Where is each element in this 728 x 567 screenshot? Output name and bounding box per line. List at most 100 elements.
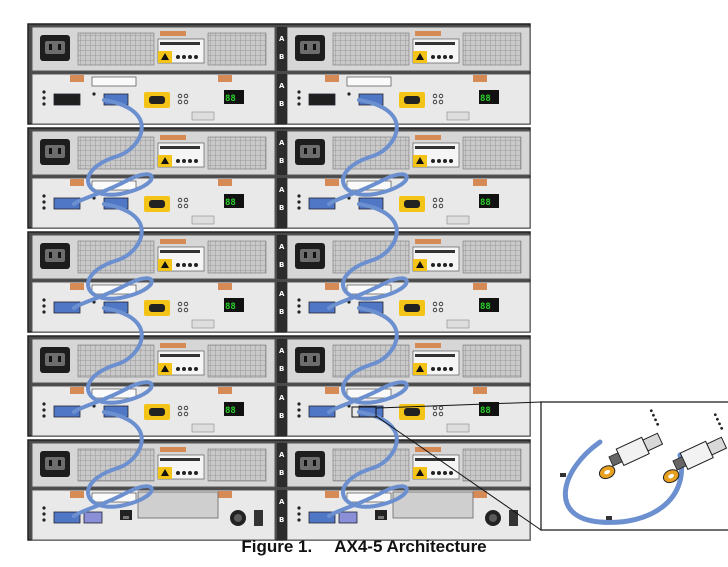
serial-port-icon [399,196,425,212]
led-display-icon: 88 [224,402,244,416]
led-display-icon: 88 [224,298,244,312]
warning-label-icon [412,246,460,272]
led-display-icon: 88 [224,90,244,104]
power-inlet-icon [295,139,325,165]
serial-port-icon [399,404,425,420]
controller-latch [218,283,232,290]
fan-grille [77,448,155,482]
indicator-led [177,405,183,411]
controller-latch [325,179,339,186]
controller-latch [218,387,232,394]
status-led [42,298,46,302]
power-inlet-icon [40,35,70,61]
label-sticker [346,76,392,87]
warning-label-icon [157,142,205,168]
status-led [42,206,46,210]
status-led [297,518,301,522]
controller-latch [325,491,339,498]
indicator-led [177,203,183,209]
warning-label-icon [412,454,460,480]
status-led [297,414,301,418]
zoom-line-top [375,401,542,409]
expansion-port [308,93,336,106]
slot-label-b: B [279,261,284,269]
sas-cable [72,410,154,518]
svg-text:88: 88 [225,198,236,208]
indicator-led [438,301,444,307]
slot-label-b: B [279,204,284,212]
status-led [297,408,301,412]
slot-divider [277,27,287,71]
indicator-led [183,307,189,313]
svg-text:88: 88 [480,302,491,312]
expansion-port [53,405,81,418]
status-led [42,408,46,412]
slot-divider [277,339,287,383]
fan-grille [462,344,522,378]
psu-handle [415,343,441,348]
led-display-icon: 88 [479,298,499,312]
slot-label-a: A [279,82,285,90]
sas-cable [72,306,154,414]
figure-title: AX4-5 Architecture [334,537,487,556]
controller-latch [70,491,84,498]
slot-divider [277,235,287,279]
indicator-led [183,405,189,411]
fan-grille [77,344,155,378]
fan-grille [332,240,410,274]
expansion-port [53,93,81,106]
power-button-icon [485,510,501,526]
status-led [42,200,46,204]
status-led [297,304,301,308]
status-led [42,194,46,198]
warning-label-icon [412,38,460,64]
status-led [297,194,301,198]
power-inlet-icon [295,35,325,61]
primary-port [53,511,81,524]
serial-tag [446,319,470,329]
serial-port-icon [399,92,425,108]
serial-tag [191,215,215,225]
inset-cable [562,439,684,525]
status-led [297,402,301,406]
status-led [297,298,301,302]
zoom-callout-lines [351,401,542,531]
figure-number: Figure 1. [241,537,313,556]
indicator-led [177,301,183,307]
led-display-icon: 88 [224,194,244,208]
blank-filler-panel [392,491,474,519]
slot-divider [277,282,287,332]
status-led [42,102,46,106]
sas-cable [72,98,154,206]
expansion-port [53,301,81,314]
cable-connector-icon [598,409,664,480]
indicator-led [177,307,183,313]
serial-port-icon [399,300,425,316]
slot-divider [277,490,287,540]
indicator-led [183,301,189,307]
fan-grille [207,32,267,66]
indicator-led [183,203,189,209]
controller-latch [70,75,84,82]
slot-label-a: A [279,35,285,43]
controller-latch [70,179,84,186]
cable-tie [560,473,566,477]
sas-cable [327,410,409,518]
slot-divider [277,178,287,228]
controller-latch [325,283,339,290]
slot-label-b: B [279,157,284,165]
status-led [42,402,46,406]
serial-port-icon [144,196,170,212]
slot-label-b: B [279,53,284,61]
fan-grille [462,136,522,170]
slot-label-a: A [279,498,285,506]
serial-tag [191,319,215,329]
expansion-port [83,511,103,524]
slot-divider [277,131,287,175]
indicator-led [438,307,444,313]
indicator-led [183,93,189,99]
slot-label-a: A [279,186,285,194]
fan-grille [462,32,522,66]
